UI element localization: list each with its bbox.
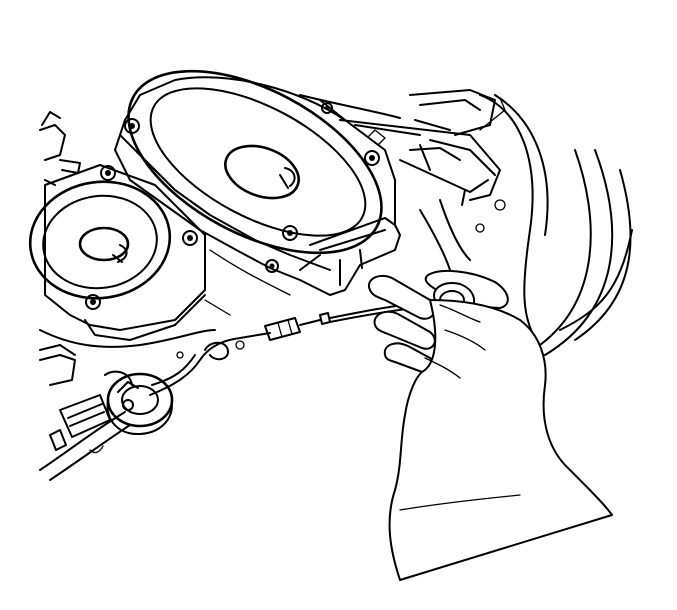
- door-trim-panel: [479, 94, 633, 356]
- left-brackets: [39, 111, 81, 386]
- round-speaker: [28, 164, 216, 356]
- lower-panel: [176, 249, 291, 359]
- wire-harness-connector: [39, 370, 174, 481]
- upper-door-structure: [299, 89, 506, 271]
- hand: [367, 270, 613, 581]
- oval-speaker: [114, 69, 401, 296]
- speaker-wire: [149, 298, 471, 396]
